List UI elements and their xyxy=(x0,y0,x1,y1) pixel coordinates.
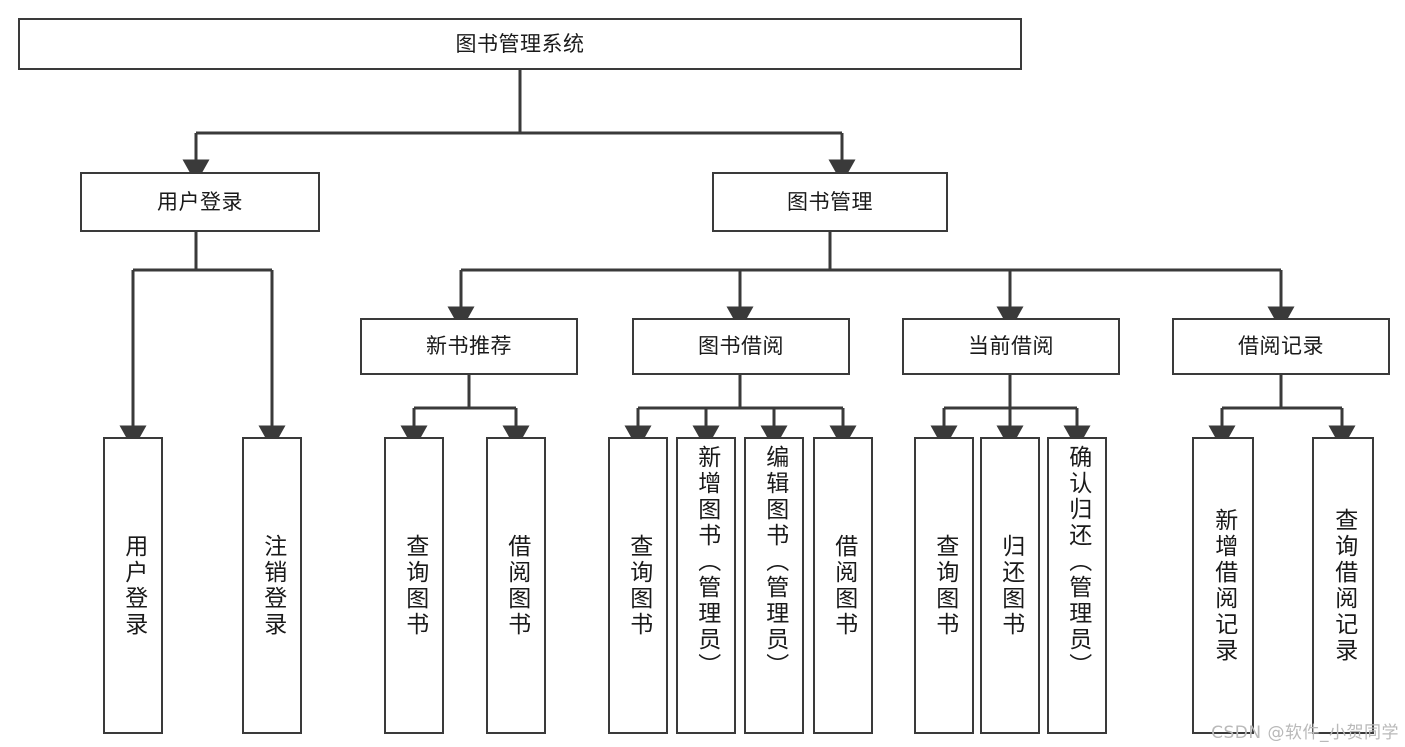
leaf-label: 归还图书 xyxy=(997,533,1024,638)
node-user-login-label: 用户登录 xyxy=(157,189,243,214)
watermark: CSDN @软件_小贺同学 xyxy=(1211,723,1399,743)
node-root[interactable]: 图书管理系统 xyxy=(18,18,1022,70)
leaf-borrow-add-book[interactable]: 新增图书（管理员） xyxy=(676,437,736,734)
node-user-login[interactable]: 用户登录 xyxy=(80,172,320,232)
node-book-borrow-label: 图书借阅 xyxy=(698,334,784,358)
leaf-label: 新增图书（管理员） xyxy=(693,445,720,679)
leaf-label: 新增借阅记录 xyxy=(1210,507,1237,664)
leaf-label: 用户登录 xyxy=(120,533,147,638)
node-borrow-record-label: 借阅记录 xyxy=(1238,334,1324,358)
leaf-user-login-logout[interactable]: 注销登录 xyxy=(242,437,302,734)
leaf-label: 借阅图书 xyxy=(830,533,857,638)
node-book-management[interactable]: 图书管理 xyxy=(712,172,948,232)
leaf-label: 查询图书 xyxy=(401,533,428,638)
leaf-borrow-borrow-book[interactable]: 借阅图书 xyxy=(813,437,873,734)
leaf-label: 查询图书 xyxy=(931,533,958,638)
leaf-label: 借阅图书 xyxy=(503,533,530,638)
leaf-label: 确认归还（管理员） xyxy=(1064,445,1091,679)
node-current-borrow-label: 当前借阅 xyxy=(968,334,1054,358)
leaf-label: 查询图书 xyxy=(625,533,652,638)
leaf-new-book-borrow[interactable]: 借阅图书 xyxy=(486,437,546,734)
leaf-borrow-query-book[interactable]: 查询图书 xyxy=(608,437,668,734)
leaf-current-confirm-return[interactable]: 确认归还（管理员） xyxy=(1047,437,1107,734)
node-borrow-record[interactable]: 借阅记录 xyxy=(1172,318,1390,375)
leaf-user-login-login[interactable]: 用户登录 xyxy=(103,437,163,734)
leaf-current-return-book[interactable]: 归还图书 xyxy=(980,437,1040,734)
node-book-borrow[interactable]: 图书借阅 xyxy=(632,318,850,375)
node-current-borrow[interactable]: 当前借阅 xyxy=(902,318,1120,375)
leaf-label: 编辑图书（管理员） xyxy=(761,445,788,679)
node-root-label: 图书管理系统 xyxy=(455,31,585,56)
node-book-management-label: 图书管理 xyxy=(787,189,873,214)
leaf-current-query-book[interactable]: 查询图书 xyxy=(914,437,974,734)
leaf-borrow-edit-book[interactable]: 编辑图书（管理员） xyxy=(744,437,804,734)
leaf-label: 查询借阅记录 xyxy=(1330,507,1357,664)
node-new-book-recommend[interactable]: 新书推荐 xyxy=(360,318,578,375)
leaf-record-query[interactable]: 查询借阅记录 xyxy=(1312,437,1374,734)
leaf-label: 注销登录 xyxy=(259,533,286,638)
leaf-new-book-query[interactable]: 查询图书 xyxy=(384,437,444,734)
node-new-book-recommend-label: 新书推荐 xyxy=(426,334,512,358)
leaf-record-add[interactable]: 新增借阅记录 xyxy=(1192,437,1254,734)
